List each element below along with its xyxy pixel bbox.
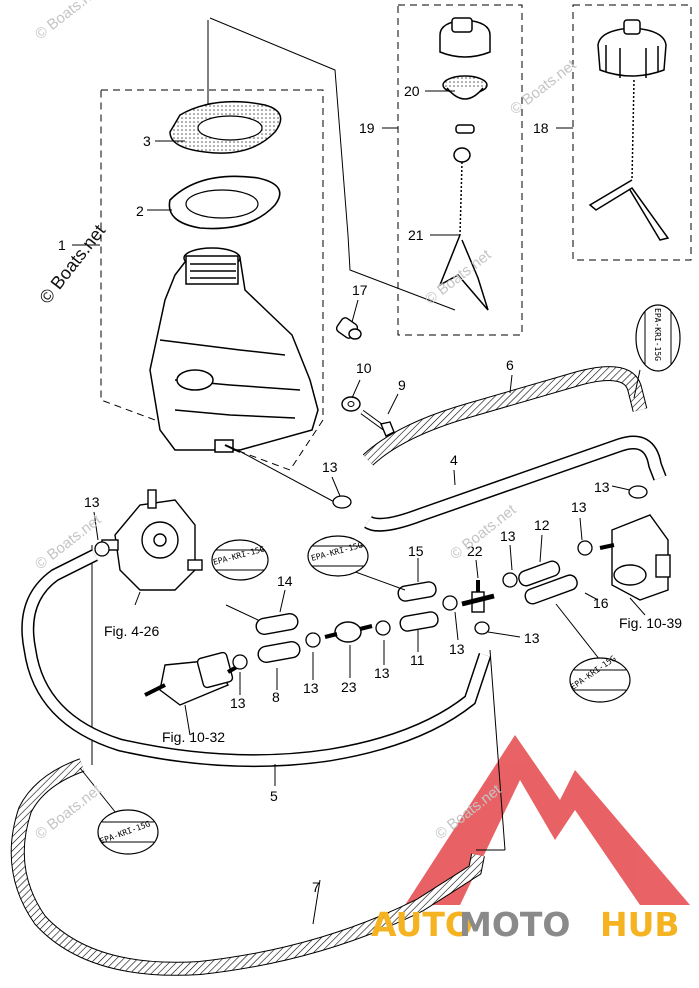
part-23-filter	[324, 621, 373, 643]
part-9-bolt	[360, 409, 395, 437]
part-15-hose	[397, 581, 437, 602]
callout-5: 5	[270, 788, 278, 804]
callout-2: 2	[136, 203, 144, 219]
automotohub-logo-text: AUTO MOTO HUB	[371, 905, 680, 944]
part-11-hose	[399, 611, 439, 632]
callout-8: 8	[272, 689, 280, 705]
callout-23: 23	[341, 679, 357, 695]
part-5-hose	[21, 549, 492, 768]
part-16-hose	[524, 574, 578, 605]
callout-13-i: 13	[571, 499, 587, 515]
part-18-cap	[588, 19, 670, 241]
filter-assembly-fig-10-39	[599, 514, 671, 601]
callout-20: 20	[404, 83, 420, 99]
callout-13-e: 13	[303, 680, 319, 696]
watermark-1: © Boats.net	[32, 0, 105, 43]
part-2-gasket	[168, 175, 281, 230]
part-3-seal	[169, 100, 282, 154]
callout-9: 9	[398, 377, 406, 393]
part-6-hose	[362, 366, 648, 466]
callout-10: 10	[356, 360, 372, 376]
callout-3: 3	[143, 133, 151, 149]
epa-label-d: EPA-KRI-15G	[569, 654, 631, 703]
callout-18: 18	[533, 120, 549, 136]
part-12-hose	[518, 560, 561, 587]
clips-13	[94, 485, 648, 670]
fuel-connector-fig-10-32	[144, 651, 243, 706]
epa-label-e: EPA-KRI-15G	[97, 809, 159, 855]
brand-part-auto: AUTO	[371, 905, 473, 944]
part-14-hose	[255, 613, 299, 635]
callout-13-g: 13	[449, 641, 465, 657]
callout-13-h: 13	[500, 528, 516, 544]
epa-label-c: EPA-KRI-15G	[307, 535, 369, 577]
callout-13-f: 13	[374, 665, 390, 681]
fuel-pump-fig-4-26	[101, 489, 203, 591]
callouts: 1 2 3 4 5 6 7 8 9 10 11 12 13 13 13 13 1…	[58, 83, 610, 895]
part-22-joint	[461, 580, 495, 613]
group-box-19	[397, 4, 523, 336]
callout-13-a: 13	[322, 459, 338, 475]
part-17-bushing	[335, 317, 362, 340]
figure-ref-4-26: Fig. 4-26	[104, 623, 159, 639]
callout-22: 22	[467, 543, 483, 559]
callout-6: 6	[506, 357, 514, 373]
callout-13-b: 13	[594, 479, 610, 495]
part-8-hose	[257, 641, 301, 663]
callout-17: 17	[352, 282, 368, 298]
callout-13-j: 13	[524, 630, 540, 646]
callout-16: 16	[593, 595, 609, 611]
callout-13-d: 13	[230, 695, 246, 711]
epa-text-a: EPA-KRI-15G	[653, 308, 662, 361]
callout-1: 1	[58, 237, 66, 253]
group-box-tank	[100, 89, 324, 471]
figure-ref-10-39: Fig. 10-39	[619, 615, 682, 631]
callout-4: 4	[450, 452, 458, 468]
epa-label-b: EPA-KRI-15G	[211, 539, 269, 581]
callout-14: 14	[277, 573, 293, 589]
copyright-text: © Boats.net	[35, 221, 109, 308]
callout-12: 12	[534, 517, 550, 533]
watermark-7: © Boats.net	[507, 56, 580, 118]
epa-label-a: EPA-KRI-15G	[635, 304, 681, 372]
callout-11: 11	[410, 652, 425, 668]
callout-21: 21	[408, 227, 424, 243]
leader-lines	[72, 90, 646, 925]
part-1-fuel-tank	[149, 247, 319, 453]
brand-part-moto: MOTO	[459, 905, 570, 944]
small-hose-parts	[255, 560, 578, 663]
part-10-washer	[341, 396, 361, 412]
group-box-18	[572, 4, 692, 261]
callout-13-c: 13	[84, 494, 100, 510]
figure-ref-10-32: Fig. 10-32	[162, 729, 225, 745]
brand-part-hub: HUB	[600, 905, 680, 944]
callout-7: 7	[312, 879, 320, 895]
callout-19: 19	[359, 120, 375, 136]
part-19-cap-assembly	[438, 17, 491, 311]
callout-15: 15	[408, 543, 424, 559]
part-4-hose	[364, 435, 667, 532]
part-7-hose	[10, 758, 485, 976]
